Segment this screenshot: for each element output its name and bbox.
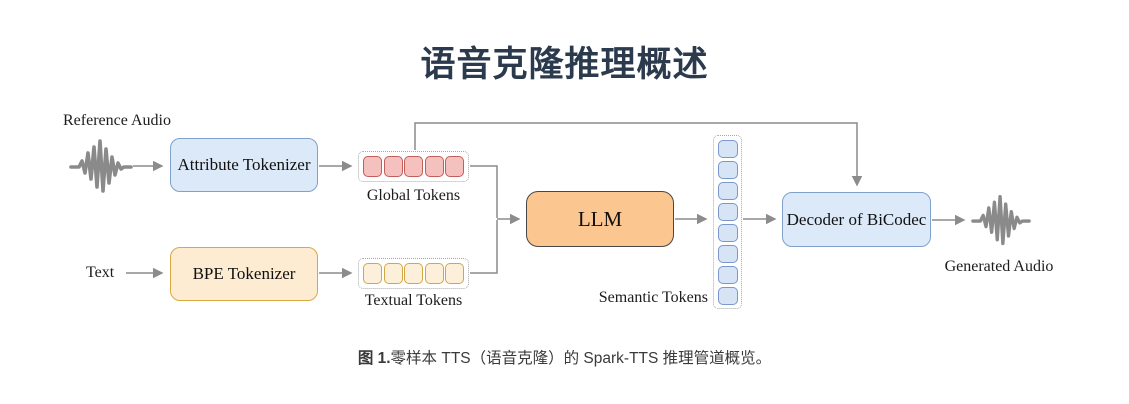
textual-tokens-group (358, 258, 469, 289)
decoder-of-bicodec-box: Decoder of BiCodec (782, 192, 931, 247)
reference-audio-waveform-icon (69, 138, 133, 201)
llm-box: LLM (526, 191, 674, 247)
textual-tokens-label: Textual Tokens (364, 292, 463, 309)
line-global-merge (470, 165, 498, 218)
generated-audio-label: Generated Audio (944, 258, 1054, 275)
token-square (717, 265, 738, 284)
token-square (424, 156, 444, 177)
token-square (717, 202, 738, 221)
token-square (717, 160, 738, 179)
token-square (404, 156, 423, 177)
semantic-tokens-label: Semantic Tokens (598, 289, 708, 306)
figure-caption-text: 零样本 TTS（语音克隆）的 Spark-TTS 推理管道概览。 (390, 350, 772, 367)
figure-caption-number: 图 1. (357, 350, 391, 367)
page-title: 语音克隆推理概述 (420, 45, 709, 84)
text-input-label: Text (86, 264, 115, 281)
global-tokens-label: Global Tokens (366, 187, 461, 204)
figure-caption: 图 1.零样本 TTS（语音克隆）的 Spark-TTS 推理管道概览。 (0, 346, 1129, 368)
attribute-tokenizer-box: Attribute Tokenizer (170, 138, 318, 192)
token-square (717, 181, 738, 200)
reference-audio-label: Reference Audio (63, 112, 171, 129)
global-tokens-group (358, 151, 469, 182)
token-square (363, 263, 382, 284)
token-square (363, 156, 382, 177)
line-textual-merge (470, 220, 498, 274)
token-square (445, 156, 464, 177)
token-square (383, 156, 403, 177)
generated-audio-waveform-icon (971, 192, 1031, 255)
semantic-tokens-group (713, 135, 742, 309)
bpe-tokenizer-box: BPE Tokenizer (170, 247, 318, 301)
token-square (717, 286, 738, 305)
line-global-bypass-to-decoder (414, 122, 863, 187)
token-square (445, 263, 464, 284)
token-square (424, 263, 444, 284)
token-square (717, 244, 738, 263)
token-square (717, 139, 738, 158)
token-square (404, 263, 423, 284)
token-square (717, 223, 738, 242)
token-square (383, 263, 403, 284)
